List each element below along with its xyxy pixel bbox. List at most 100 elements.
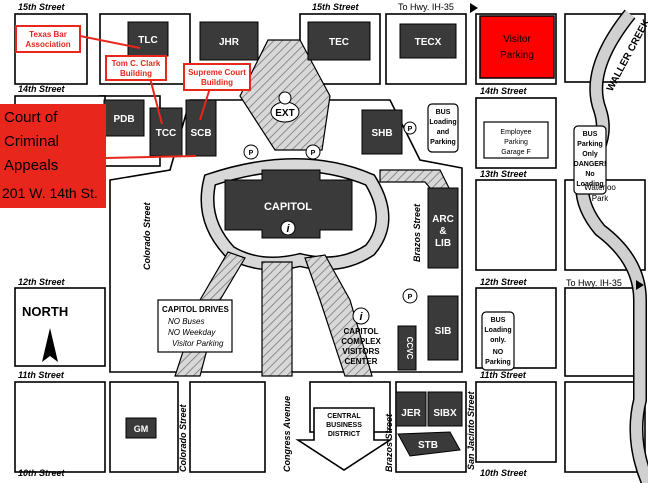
callout-texas-bar-1: Texas Bar [29, 30, 67, 39]
ccvc-line4: CENTER [345, 357, 378, 366]
callout-supreme-court [183, 63, 251, 91]
bus-parking-only-sign [573, 125, 607, 195]
label-stb: STB [418, 440, 438, 451]
callout-supreme-1: Supreme Court [188, 68, 246, 77]
to-ih35-top: To Hwy. IH-35 [398, 2, 454, 12]
bus-po-line5: No [585, 171, 594, 178]
street-12th-e: 12th Street [480, 277, 528, 287]
bus-po-line3: Only [582, 151, 598, 158]
building-sib [427, 295, 459, 361]
street-15th-w: 15th Street [18, 2, 66, 12]
street-congress: Congress Avenue [282, 396, 292, 472]
drives-line1: CAPITOL DRIVES [162, 305, 229, 314]
ccvc-line1: CAPITOL [344, 327, 379, 336]
drives-line4: Visitor Parking [172, 339, 224, 348]
label-tcc: TCC [156, 128, 177, 139]
building-ccvc [397, 325, 417, 371]
court-line4: 201 W. 14th St. [2, 185, 98, 201]
building-jhr [199, 21, 259, 61]
waterloo-line2: Park [592, 194, 609, 203]
accessible-icon-4: P [408, 294, 413, 301]
info-icons: i i [280, 220, 370, 325]
bus-lo-line2: Loading [484, 327, 511, 334]
building-tlc [127, 21, 169, 57]
north-label: NORTH [22, 304, 68, 319]
court-line3: Appeals [4, 157, 58, 174]
label-sib: SIB [435, 326, 452, 337]
label-lib: LIB [435, 238, 451, 249]
ccvc-line2: COMPLEX [341, 337, 381, 346]
cbd-line2: BUSINESS [326, 422, 362, 429]
callout-court-criminal-appeals [0, 104, 106, 208]
bus-lo-line3: only. [490, 337, 506, 344]
callout-tom-clark-2: Building [120, 69, 152, 78]
accessible-icon-1: P [249, 150, 254, 157]
building-arc-lib [427, 187, 459, 269]
street-brazos-s: Brazos Street [384, 413, 394, 472]
visitor-parking [479, 15, 555, 79]
street-13th: 13th Street [480, 169, 528, 179]
court-line2: Criminal [4, 133, 59, 150]
info-icon: i [286, 223, 290, 235]
street-brazos-n: Brazos Street [412, 203, 422, 262]
building-tecx [399, 23, 457, 59]
bus-loading-parking-sign [427, 103, 459, 153]
north-arrow-icon [42, 328, 58, 362]
bus-lp-line1: BUS [436, 109, 451, 116]
street-14th-w: 14th Street [18, 84, 66, 94]
street-colorado-n: Colorado Street [142, 201, 152, 270]
label-arc-amp: & [439, 226, 446, 237]
callout-supreme-2: Building [201, 78, 233, 87]
label-gm: GM [134, 424, 149, 434]
cbd-arrow-icon [295, 407, 393, 471]
bus-lo-line1: BUS [491, 317, 506, 324]
arrow-right-icon [470, 3, 478, 13]
label-arc: ARC [432, 214, 454, 225]
to-ih35-mid: To Hwy. IH-35 [566, 278, 622, 288]
building-gm [125, 417, 157, 439]
label-tecx: TECX [415, 37, 442, 48]
building-scb [185, 99, 217, 157]
bus-lp-line3: and [437, 129, 449, 136]
building-tec [307, 21, 371, 61]
street-10th-e: 10th Street [480, 468, 528, 478]
accessible-icon-3: P [408, 126, 413, 133]
arrow-right-icon-2 [636, 280, 644, 290]
ccvc-line3: VISITORS [342, 347, 380, 356]
label-jhr: JHR [219, 37, 240, 48]
accessible-parking-icons [243, 121, 418, 304]
label-ccvc: CCVC [405, 337, 414, 360]
bus-po-line6: Loading [576, 181, 603, 188]
building-jer [395, 391, 427, 427]
label-capitol: CAPITOL [264, 201, 312, 213]
building-stb [397, 431, 461, 457]
capitol-drives-sign [157, 299, 233, 353]
callout-leaders [79, 35, 211, 159]
employee-garage-sign [483, 121, 549, 159]
bus-po-line4: DANGER! [574, 161, 607, 168]
street-12th-w: 12th Street [18, 277, 66, 287]
building-pdb [103, 99, 145, 137]
cbd-line1: CENTRAL [327, 413, 361, 420]
label-tlc: TLC [138, 35, 157, 46]
bus-loading-only-sign [481, 311, 515, 371]
emp-line2: Parking [504, 139, 528, 146]
bus-po-line1: BUS [583, 131, 598, 138]
bus-lp-line4: Parking [430, 139, 456, 146]
cbd-line3: DISTRICT [328, 431, 361, 438]
label-pdb: PDB [113, 114, 134, 125]
emp-line1: Employee [500, 129, 531, 136]
bus-lo-line4: NO [493, 349, 504, 356]
court-line1: Court of [4, 109, 58, 126]
emp-line3: Garage F [501, 149, 531, 156]
callout-tom-clark [105, 55, 167, 81]
accessible-icon-2: P [311, 150, 316, 157]
callout-texas-bar [15, 25, 81, 53]
bus-lp-line2: Loading [429, 119, 456, 126]
visitor-parking-label-2: Parking [500, 50, 534, 61]
callout-texas-bar-2: Association [25, 40, 70, 49]
street-11th-e: 11th Street [480, 370, 527, 380]
label-scb: SCB [190, 128, 211, 139]
building-capitol [224, 169, 353, 239]
